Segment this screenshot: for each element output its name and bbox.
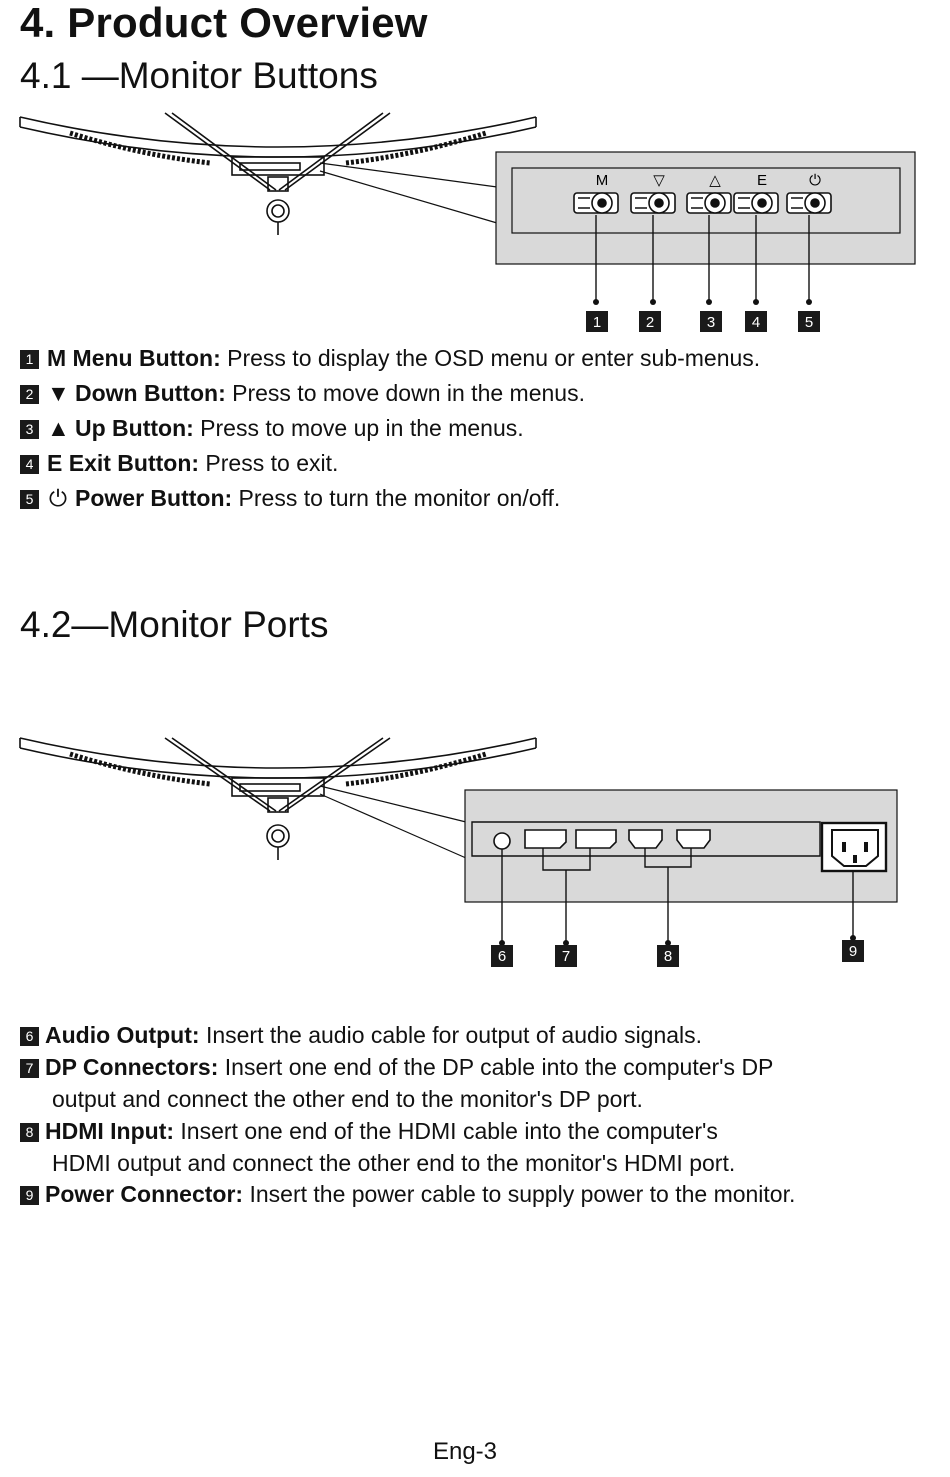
panel-button-icon <box>786 192 832 214</box>
number-badge: 4 <box>20 455 39 474</box>
item-label: HDMI Input: <box>45 1118 175 1144</box>
item-label: M Menu Button: <box>47 345 221 371</box>
item-text: Insert the audio cable for output of aud… <box>199 1022 703 1048</box>
monitor-back-illustration <box>19 112 537 235</box>
callout-badge <box>639 311 661 332</box>
callout-badge <box>491 945 513 967</box>
button-symbol-icon: ▼ <box>47 380 70 406</box>
item-text: Press to move up in the menus. <box>193 415 524 441</box>
page-footer: Eng-3 <box>432 1438 498 1465</box>
item-text-continuation: HDMI output and connect the other end to… <box>52 1150 736 1176</box>
audio-jack-icon <box>493 832 511 850</box>
callout-number: 6 <box>498 948 506 965</box>
page-title: 4. Product Overview <box>20 0 428 46</box>
callout-badge <box>657 945 679 967</box>
monitor-back-illustration <box>19 737 537 860</box>
section-heading-ports: 4.2—Monitor Ports <box>20 604 329 645</box>
callout-number: 8 <box>664 948 672 965</box>
number-badge: 7 <box>20 1059 39 1078</box>
panel-button-symbol: ⏻ <box>809 172 821 189</box>
button-symbol-icon: ⏻ <box>48 485 68 511</box>
panel-button-icon <box>686 192 732 214</box>
callout-badge <box>586 311 608 332</box>
button-symbol-icon: ▲ <box>47 415 70 441</box>
number-badge: 5 <box>20 490 39 509</box>
item-text: Insert one end of the DP cable into the … <box>218 1054 774 1080</box>
callout-badge <box>555 945 577 967</box>
button-description-item: 3 ▲Up Button: Press to move up in the men… <box>20 414 524 442</box>
number-badge: 1 <box>20 350 39 369</box>
hdmi-port-icon <box>628 829 663 849</box>
callout-badge <box>798 311 820 332</box>
number-badge: 9 <box>20 1186 39 1205</box>
item-text: Press to turn the monitor on/off. <box>232 485 561 511</box>
callout-number: 1 <box>593 314 601 331</box>
hdmi-port-icon <box>676 829 711 849</box>
item-label: Power Button: <box>75 485 233 511</box>
callout-number: 7 <box>562 948 570 965</box>
item-text: Press to exit. <box>199 450 339 476</box>
panel-button-symbol: E <box>757 172 767 189</box>
button-description-item: 2 ▼Down Button: Press to move down in the… <box>20 379 585 407</box>
item-text: Insert the power cable to supply power t… <box>243 1181 796 1207</box>
number-badge: 2 <box>20 385 39 404</box>
callout-number: 2 <box>646 314 654 331</box>
item-text: Press to move down in the menus. <box>225 380 585 406</box>
monitor-buttons-diagram: M ▽ △ E ⏻ 1 2 3 4 5 <box>19 112 916 332</box>
callout-number: 3 <box>707 314 715 331</box>
item-label: Up Button: <box>75 415 194 441</box>
callout-number: 9 <box>849 943 857 960</box>
section-heading-buttons: 4.1 —Monitor Buttons <box>20 55 378 96</box>
panel-button-symbol: △ <box>709 172 721 189</box>
callout-badge <box>745 311 767 332</box>
power-connector-icon <box>820 821 888 873</box>
port-description-item: 9 Power Connector: Insert the power cable… <box>20 1180 795 1208</box>
item-text: Insert one end of the HDMI cable into th… <box>174 1118 718 1144</box>
port-description-item: 7 DP Connectors: Insert one end of the DP… <box>20 1053 773 1081</box>
item-label: DP Connectors: <box>45 1054 219 1080</box>
item-text-continuation: output and connect the other end to the … <box>52 1086 643 1112</box>
item-label: Power Connector: <box>45 1181 244 1207</box>
port-description-item: 8 HDMI Input: Insert one end of the HDMI … <box>20 1117 718 1145</box>
button-description-item: 4 E Exit Button: Press to exit. <box>20 449 338 477</box>
button-description-item: 5 ⏻ Power Button: Press to turn the monito… <box>20 484 560 512</box>
item-label: Down Button: <box>75 380 226 406</box>
panel-button-symbol: ▽ <box>653 172 665 189</box>
number-badge: 6 <box>20 1027 39 1046</box>
panel-button-symbol: M <box>596 172 609 189</box>
callout-badge <box>842 940 864 962</box>
dp-port-icon <box>575 829 617 849</box>
callout-number: 4 <box>752 314 760 331</box>
panel-button-icon <box>573 192 619 214</box>
callout-number: 5 <box>805 314 813 331</box>
item-label: Audio Output: <box>45 1022 200 1048</box>
callout-badge <box>700 311 722 332</box>
panel-button-icon <box>630 192 676 214</box>
monitor-ports-diagram: 6 7 8 9 <box>19 737 898 967</box>
item-text: Press to display the OSD menu or enter s… <box>220 345 761 371</box>
number-badge: 3 <box>20 420 39 439</box>
port-description-item: 6 Audio Output: Insert the audio cable fo… <box>20 1021 702 1049</box>
dp-port-icon <box>524 829 567 849</box>
item-label: E Exit Button: <box>47 450 200 476</box>
panel-button-icon <box>733 192 779 214</box>
button-description-item: 1 M Menu Button: Press to display the OSD… <box>20 344 760 372</box>
number-badge: 8 <box>20 1123 39 1142</box>
